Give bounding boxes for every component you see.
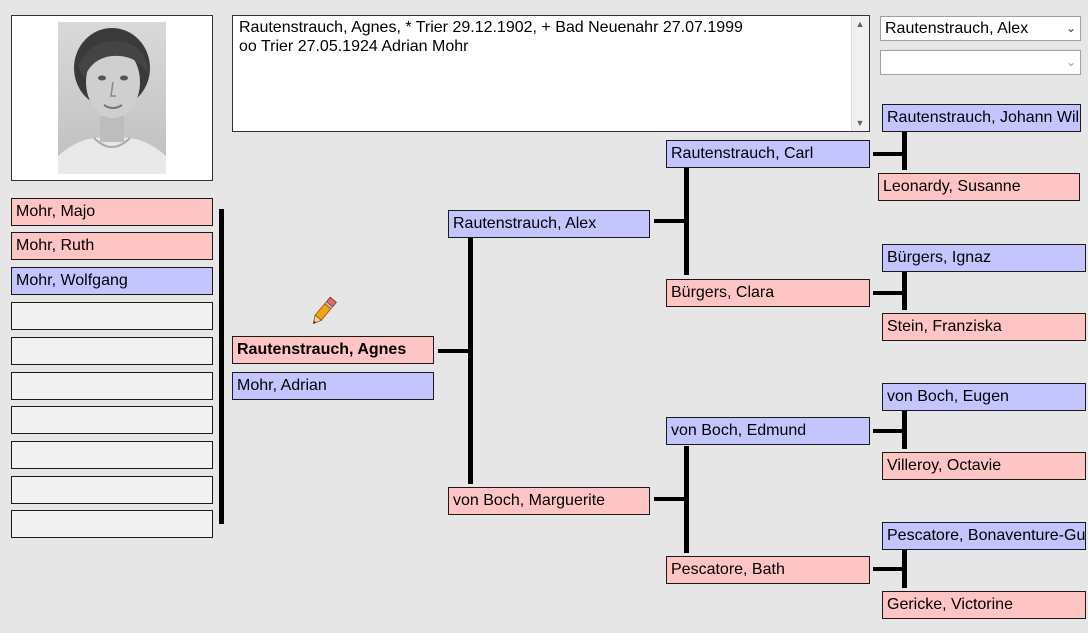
chevron-down-icon: ⌄ [1065, 21, 1076, 35]
father-connector [654, 219, 686, 223]
person-select[interactable]: Rautenstrauch, Alex ⌄ [880, 16, 1081, 41]
great-grandfather-3-box[interactable]: von Boch, Eugen [882, 383, 1086, 411]
portrait-photo-frame[interactable] [11, 15, 213, 181]
ggp-connector-4 [873, 567, 905, 571]
great-grandmother-4-box[interactable]: Gericke, Victorine [882, 591, 1086, 619]
ggp-connector-3 [873, 429, 905, 433]
great-grandfather-2-box[interactable]: Bürgers, Ignaz [882, 244, 1086, 272]
child-box-empty[interactable] [11, 302, 213, 330]
person-box[interactable]: Rautenstrauch, Agnes [232, 336, 434, 364]
maternal-grandparents-line [684, 446, 689, 553]
notes-textarea[interactable]: Rautenstrauch, Agnes, * Trier 29.12.1902… [232, 15, 870, 132]
ggp-vertical-2 [902, 272, 907, 310]
scroll-up-icon[interactable]: ▲ [855, 19, 865, 29]
person-select-value: Rautenstrauch, Alex [885, 20, 1029, 37]
notes-line-1: Rautenstrauch, Agnes, * Trier 29.12.1902… [239, 19, 743, 36]
great-grandfather-1-box[interactable]: Rautenstrauch, Johann Wilhelm [882, 104, 1081, 132]
child-box-empty[interactable] [11, 406, 213, 434]
child-box-empty[interactable] [11, 372, 213, 400]
child-box-empty[interactable] [11, 510, 213, 538]
ggp-vertical-4 [902, 550, 907, 588]
ggp-connector-1 [873, 152, 905, 156]
paternal-grandfather-box[interactable]: Rautenstrauch, Carl [666, 140, 870, 168]
child-box-3[interactable]: Mohr, Wolfgang [11, 267, 213, 295]
paternal-grandparents-line [684, 168, 689, 275]
scroll-down-icon[interactable]: ▼ [855, 118, 865, 128]
spouse-box[interactable]: Mohr, Adrian [232, 372, 434, 400]
mother-box[interactable]: von Boch, Marguerite [448, 487, 650, 515]
maternal-grandmother-box[interactable]: Pescatore, Bath [666, 556, 870, 584]
child-box-2[interactable]: Mohr, Ruth [11, 232, 213, 260]
children-connector-line [219, 209, 224, 524]
child-box-empty[interactable] [11, 476, 213, 504]
maternal-grandfather-box[interactable]: von Boch, Edmund [666, 417, 870, 445]
ggp-vertical-3 [902, 411, 907, 449]
child-box-empty[interactable] [11, 441, 213, 469]
parents-vertical-line [468, 238, 473, 484]
child-box-1[interactable]: Mohr, Majo [11, 198, 213, 226]
portrait-photo [58, 22, 166, 174]
chevron-down-icon: ⌄ [1065, 55, 1076, 69]
ggp-vertical-1 [902, 132, 907, 170]
secondary-select[interactable]: ⌄ [880, 50, 1081, 75]
father-box[interactable]: Rautenstrauch, Alex [448, 210, 650, 238]
notes-scrollbar[interactable]: ▲ ▼ [851, 16, 869, 131]
paternal-grandmother-box[interactable]: Bürgers, Clara [666, 279, 870, 307]
pencil-icon[interactable] [308, 295, 338, 329]
person-parents-connector [438, 349, 470, 353]
ggp-connector-2 [873, 291, 905, 295]
notes-line-2: oo Trier 27.05.1924 Adrian Mohr [239, 38, 469, 55]
mother-connector [654, 497, 686, 501]
notes-content[interactable]: Rautenstrauch, Agnes, * Trier 29.12.1902… [233, 16, 852, 131]
great-grandmother-3-box[interactable]: Villeroy, Octavie [882, 452, 1086, 480]
great-grandmother-1-box[interactable]: Leonardy, Susanne [878, 173, 1080, 201]
great-grandmother-2-box[interactable]: Stein, Franziska [882, 313, 1086, 341]
great-grandfather-4-box[interactable]: Pescatore, Bonaventure-Guillaume [882, 522, 1086, 550]
child-box-empty[interactable] [11, 337, 213, 365]
